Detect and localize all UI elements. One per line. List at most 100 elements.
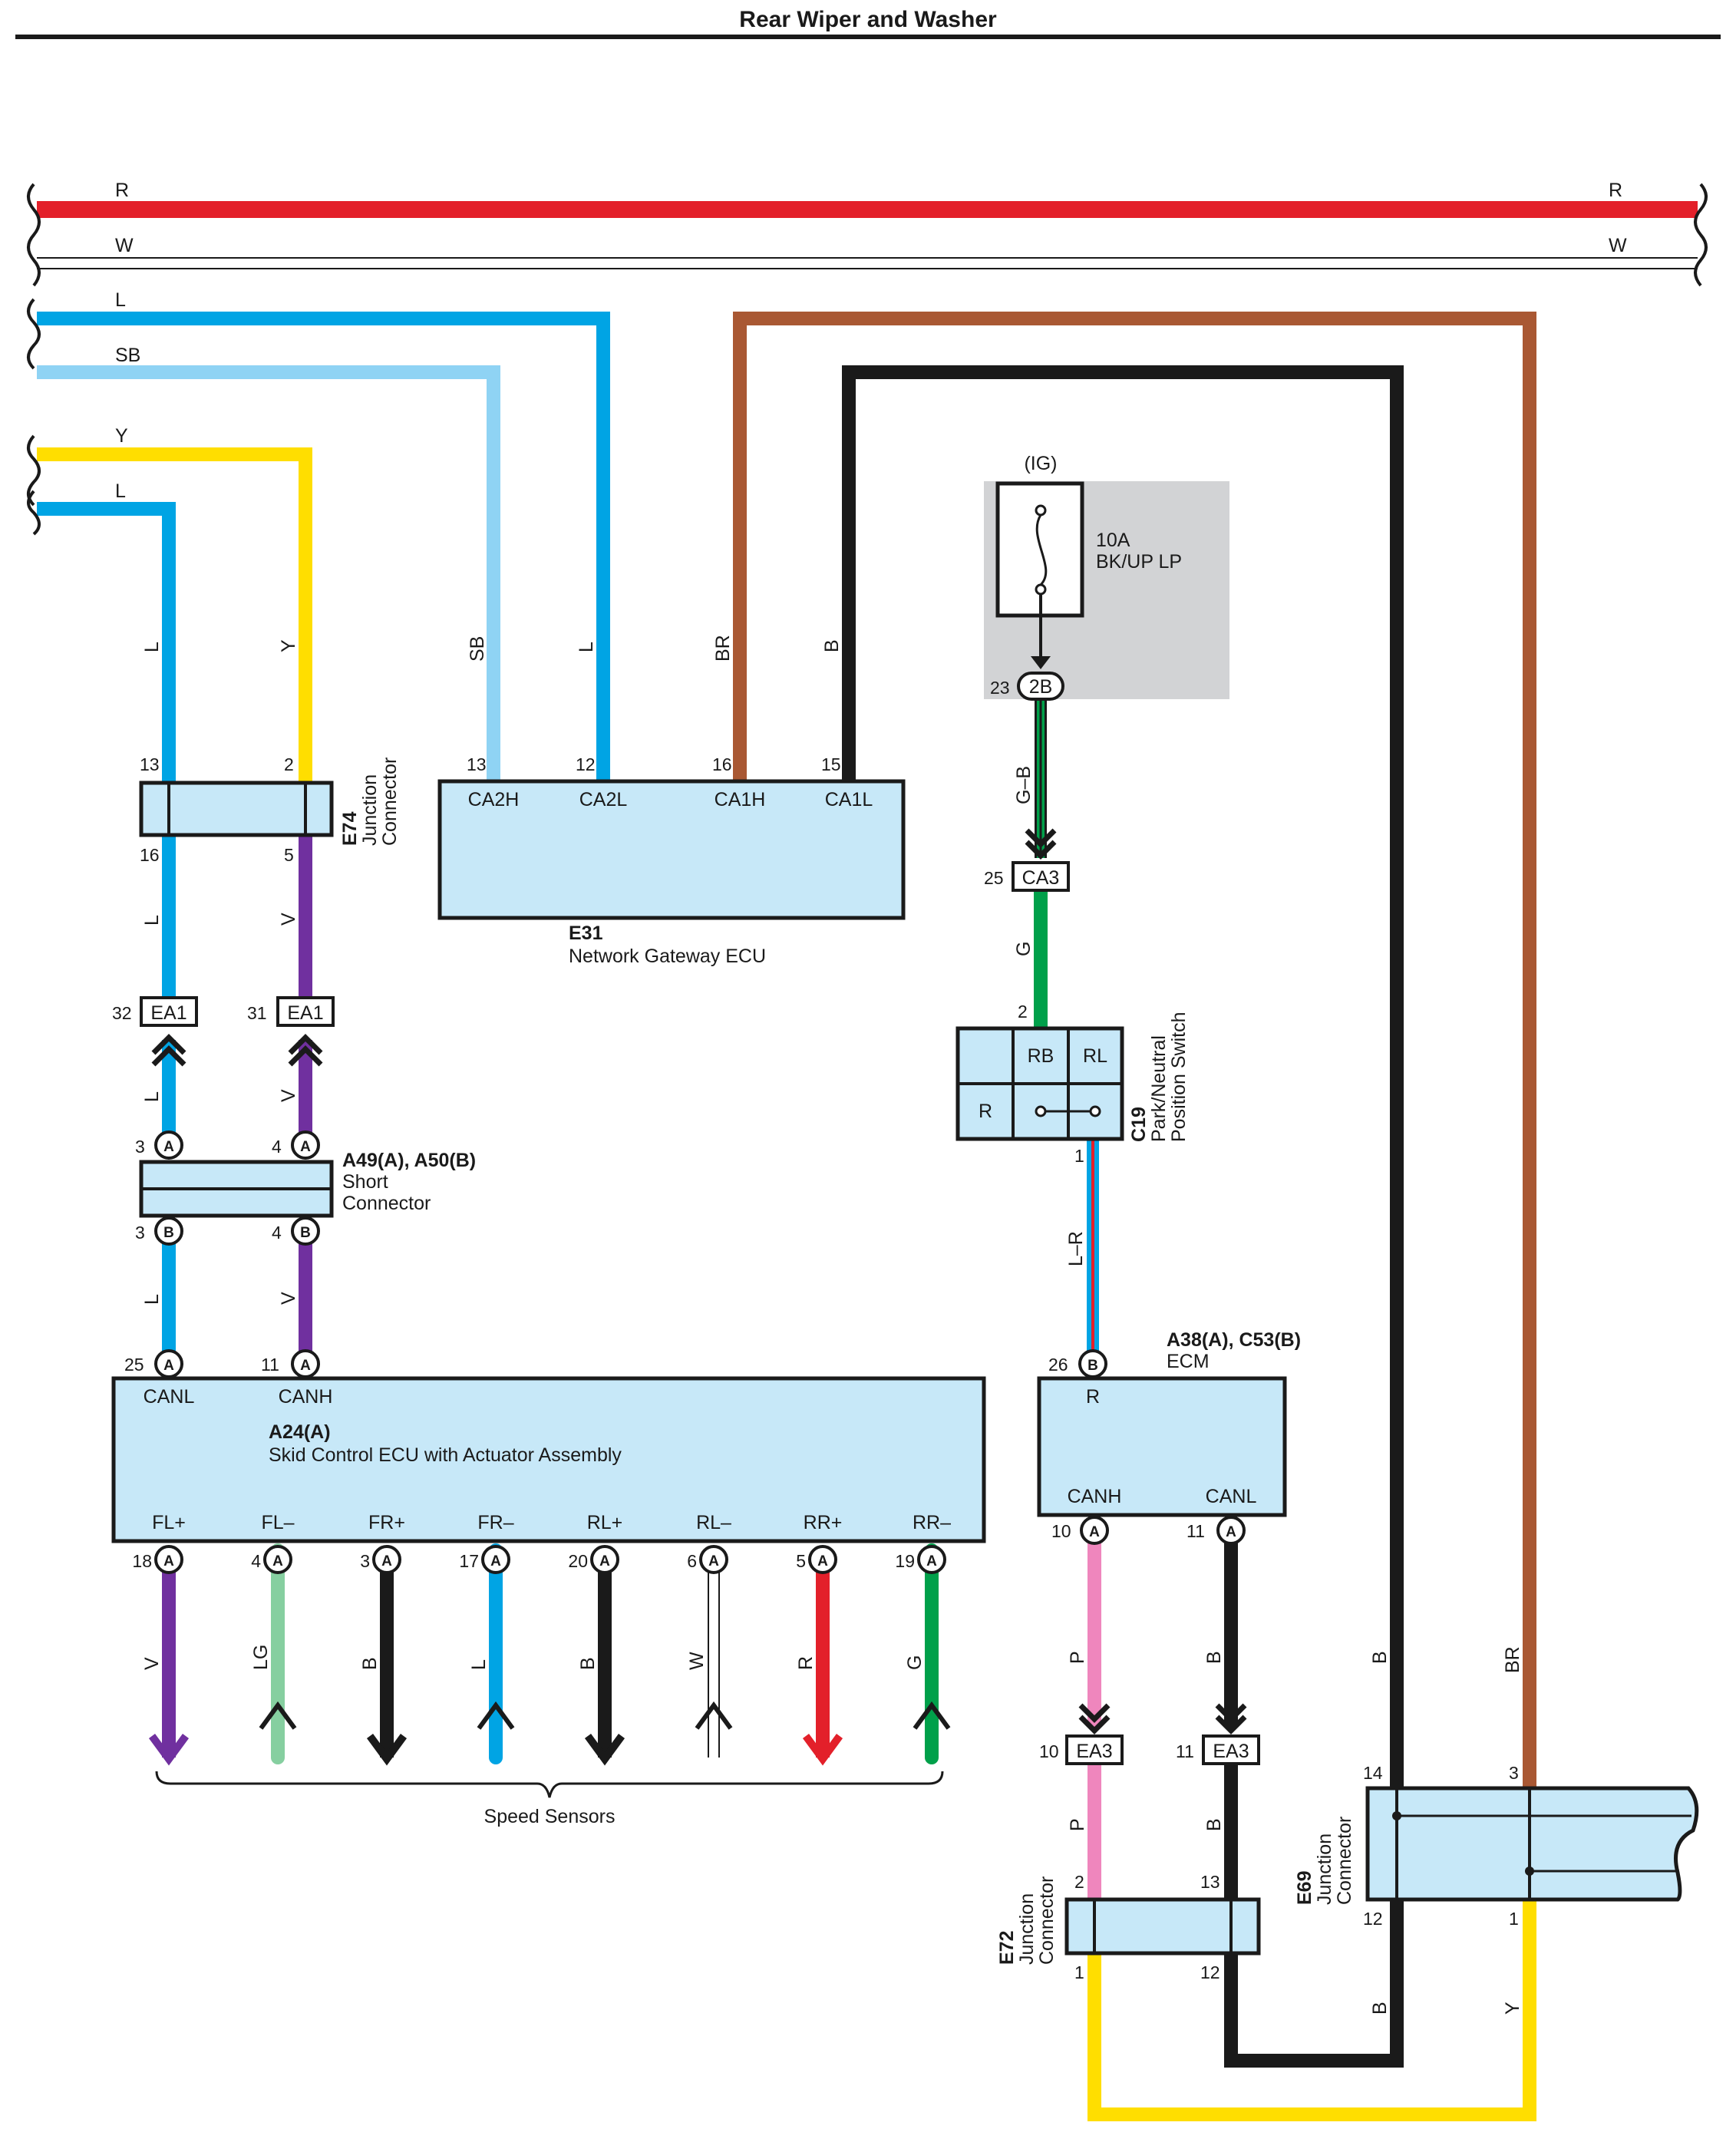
code-b2: B bbox=[1203, 1818, 1225, 1831]
skid-wire-code-3: L bbox=[468, 1659, 490, 1670]
e72-pin-1: 1 bbox=[1074, 1962, 1084, 1982]
ca3-pin: 25 bbox=[984, 868, 1004, 888]
short-name-2: Connector bbox=[342, 1193, 431, 1214]
c19-pin-1: 1 bbox=[1074, 1146, 1084, 1166]
e72-pin-12: 12 bbox=[1200, 1962, 1220, 1982]
ecm-pin-11: 11 bbox=[1186, 1521, 1205, 1541]
code-gb: G–B bbox=[1013, 766, 1035, 804]
c19-cell-rb: RB bbox=[1028, 1045, 1054, 1067]
ca3-label: CA3 bbox=[1022, 867, 1060, 889]
short-b-right-letter: B bbox=[300, 1225, 311, 1241]
skid-term-canh: CANH bbox=[279, 1386, 333, 1408]
code-l-c: L bbox=[141, 1091, 163, 1102]
skid-pin-6: 5 bbox=[796, 1551, 806, 1571]
e69-name-2: Connector bbox=[1334, 1817, 1355, 1905]
skid-terminal-5: RL–A6W bbox=[686, 1512, 733, 1762]
ecm-name: ECM bbox=[1167, 1351, 1210, 1372]
bus-label-w-left: W bbox=[115, 235, 134, 256]
short-b-left-letter: B bbox=[163, 1225, 174, 1241]
ea3-left-pin: 10 bbox=[1039, 1741, 1059, 1761]
wire-l-e74 bbox=[37, 502, 176, 781]
ea3-connectors: EA3 10 EA3 11 bbox=[1039, 1703, 1260, 1765]
skid-ring-letter-0: A bbox=[163, 1553, 174, 1569]
bus-label-y: Y bbox=[115, 425, 128, 447]
fuse-rating: 10A bbox=[1096, 530, 1130, 551]
fuse-10a-bkup: (IG) 10A BK/UP LP 2B 23 bbox=[990, 453, 1182, 701]
e31-network-gateway-ecu: 13 12 16 15 CA2H CA2L CA1H CA1L E31 Netw… bbox=[437, 754, 906, 967]
ea3-left-label: EA3 bbox=[1076, 1741, 1112, 1762]
speed-sensor-bracket: Speed Sensors bbox=[155, 1771, 944, 1827]
skid-ring-1 bbox=[263, 1545, 292, 1574]
short-name-1: Short bbox=[342, 1171, 388, 1193]
bus-label-r-left: R bbox=[115, 180, 129, 201]
code-l-d: L bbox=[141, 1294, 163, 1305]
code-lr: L–R bbox=[1065, 1231, 1087, 1266]
e72-pin-2: 2 bbox=[1074, 1872, 1084, 1892]
skid-wire-code-6: R bbox=[795, 1656, 817, 1670]
ecm: B 26 R A38(A), C53(B) ECM CANH CANL A A … bbox=[1037, 1329, 1301, 1545]
e69-pin-3: 3 bbox=[1509, 1763, 1519, 1783]
ecm-bottom-letter-0: A bbox=[1089, 1524, 1100, 1540]
skid-ring-letter-5: A bbox=[708, 1553, 719, 1569]
wire-sb-gateway bbox=[37, 365, 500, 781]
e72-junction-connector: 2 13 1 12 E72 Junction Connector bbox=[996, 1872, 1261, 1982]
fuse-name: BK/UP LP bbox=[1096, 551, 1182, 573]
bus-label-w-right: W bbox=[1609, 235, 1627, 256]
skid-pin-3: 17 bbox=[459, 1551, 479, 1571]
code-y-low: Y bbox=[1502, 2002, 1523, 2015]
code-p1: P bbox=[1067, 1651, 1088, 1664]
skid-ring-letter-4: A bbox=[599, 1553, 610, 1569]
code-v-c: V bbox=[278, 1089, 299, 1102]
wire-l-gateway bbox=[37, 312, 610, 781]
e69-code: E69 bbox=[1294, 1871, 1315, 1905]
skid-pin-2: 3 bbox=[360, 1551, 370, 1571]
skid-pin-5: 6 bbox=[687, 1551, 697, 1571]
skid-arrow-in-7 bbox=[913, 1701, 951, 1730]
skid-code: A24(A) bbox=[269, 1421, 331, 1443]
code-br: BR bbox=[712, 635, 734, 662]
wires bbox=[37, 201, 1698, 2121]
wire-break-marks bbox=[27, 183, 1708, 536]
short-code: A49(A), A50(B) bbox=[342, 1150, 476, 1171]
skid-top-letter-0: A bbox=[163, 1358, 174, 1374]
skid-pin-0: 18 bbox=[132, 1551, 152, 1571]
c19-park-neutral-switch: RB RL R 2 1 C19 Park/Neutral Position Sw… bbox=[955, 1002, 1190, 1166]
e74-pin-2: 2 bbox=[284, 754, 294, 774]
ea1-right-pin: 31 bbox=[247, 1003, 267, 1023]
code-v-b: V bbox=[278, 913, 299, 926]
ca3-connector: CA3 25 bbox=[984, 828, 1070, 892]
code-g: G bbox=[1013, 942, 1035, 956]
e31-term-ca1h: CA1H bbox=[715, 789, 766, 810]
c19-cell-r: R bbox=[979, 1101, 992, 1122]
fuse-pin: 23 bbox=[990, 678, 1010, 698]
code-p2: P bbox=[1067, 1818, 1088, 1831]
e74-name-2: Connector bbox=[379, 757, 401, 846]
ecm-term-canl: CANL bbox=[1206, 1486, 1257, 1507]
skid-ring-7 bbox=[917, 1545, 946, 1574]
short-a-right-letter: A bbox=[300, 1139, 311, 1155]
e31-name: Network Gateway ECU bbox=[569, 946, 766, 967]
short-pin-a-right: 4 bbox=[272, 1137, 282, 1157]
c19-pin-2: 2 bbox=[1018, 1002, 1028, 1022]
skid-terminal-6: RR+A5R bbox=[795, 1512, 843, 1766]
e31-term-ca2h: CA2H bbox=[468, 789, 520, 810]
short-a-left-letter: A bbox=[163, 1139, 174, 1155]
skid-name: Skid Control ECU with Actuator Assembly bbox=[269, 1444, 622, 1466]
skid-ring-letter-6: A bbox=[817, 1553, 828, 1569]
skid-term-label-3: FR– bbox=[477, 1512, 513, 1533]
skid-term-label-1: FL– bbox=[261, 1512, 294, 1533]
code-b-gw: B bbox=[821, 639, 843, 652]
bus-label-sb: SB bbox=[115, 345, 140, 366]
skid-ring-6 bbox=[808, 1545, 837, 1574]
ea3-right-pin: 11 bbox=[1176, 1741, 1194, 1761]
wire-code-labels: L Y SB L BR B L V L V L V G–B G L–R P B … bbox=[141, 635, 1523, 2015]
ecm-pin-10: 10 bbox=[1051, 1521, 1071, 1541]
fuse-connector: 2B bbox=[1029, 676, 1053, 698]
skid-term-label-2: FR+ bbox=[368, 1512, 405, 1533]
ecm-top-letter: B bbox=[1087, 1358, 1098, 1374]
e31-pin-12: 12 bbox=[576, 754, 596, 774]
ea3-right-label: EA3 bbox=[1213, 1741, 1249, 1762]
skid-term-label-5: RL– bbox=[696, 1512, 731, 1533]
skid-wire-code-1: LG bbox=[250, 1645, 272, 1670]
